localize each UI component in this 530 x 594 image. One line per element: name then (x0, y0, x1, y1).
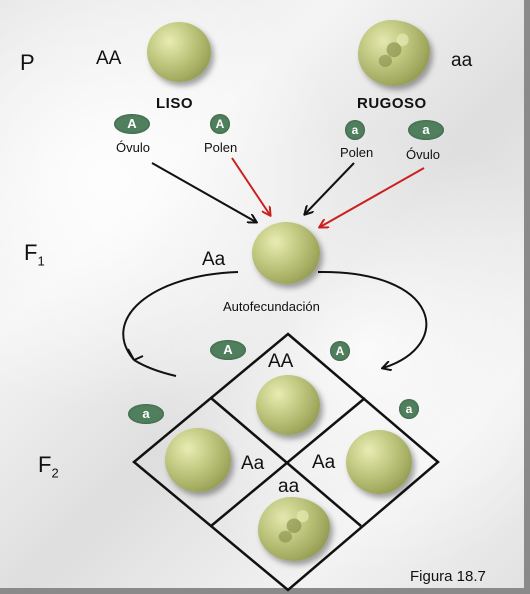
punnett-bottom-wrinkled-pea (258, 497, 330, 561)
label-pollen-right: Polen (340, 145, 374, 160)
label-ovule-right: Óvulo (406, 147, 440, 162)
allele-ovule-left: A (114, 114, 150, 134)
self-fertilization-arrow-right (317, 270, 428, 368)
punnett-top-genotype: AA (268, 351, 294, 372)
wrinkled-pea-parent (358, 20, 430, 86)
smooth-pea-parent (147, 22, 211, 82)
pollen-arrow-right (305, 162, 355, 214)
punnett-left-pea (165, 428, 231, 492)
generation-p-label: P (20, 50, 35, 75)
self-fertilization-label: Autofecundación (223, 299, 320, 314)
label-ovule-left: Óvulo (116, 140, 150, 155)
self-fertilization-tail-left (133, 359, 177, 377)
punnett-top-pea (256, 375, 320, 435)
parent-right-phenotype: RUGOSO (357, 95, 427, 112)
punnett-left-genotype: Aa (241, 453, 265, 474)
pollen-arrow-left (231, 157, 270, 215)
allele-grid-top-left: A (210, 340, 246, 360)
label-pollen-left: Polen (204, 140, 238, 155)
punnett-square (132, 332, 440, 592)
f1-hybrid-pea (252, 222, 320, 284)
punnett-bottom-genotype: aa (278, 476, 300, 497)
ovule-arrow-right (320, 167, 425, 227)
allele-grid-right: a (399, 399, 419, 419)
self-fertilization-arrow-left (122, 271, 239, 361)
generation-f2-letter: F (38, 452, 52, 477)
parent-left-phenotype: LISO (156, 95, 194, 112)
punnett-right-genotype: Aa (312, 452, 336, 473)
allele-pollen-left: A (210, 114, 230, 134)
generation-f1-subscript: 1 (37, 253, 45, 269)
generation-f2-subscript: 2 (51, 465, 59, 481)
parent-left-genotype: AA (96, 48, 122, 69)
punnett-right-pea (346, 430, 412, 494)
f1-genotype: Aa (202, 249, 226, 270)
allele-grid-left: a (128, 404, 164, 424)
allele-ovule-right: a (408, 120, 444, 140)
generation-f2-label: F2 (38, 452, 59, 480)
generation-f1-letter: F (24, 240, 38, 265)
figure-caption: Figura 18.7 (410, 568, 486, 585)
ovule-arrow-left (151, 162, 256, 222)
parent-right-genotype: aa (451, 50, 473, 71)
allele-grid-top-right: A (330, 341, 350, 361)
self-fertilization-arrowhead-left (127, 348, 144, 361)
generation-f1-label: F1 (24, 240, 45, 268)
allele-pollen-right: a (345, 120, 365, 140)
